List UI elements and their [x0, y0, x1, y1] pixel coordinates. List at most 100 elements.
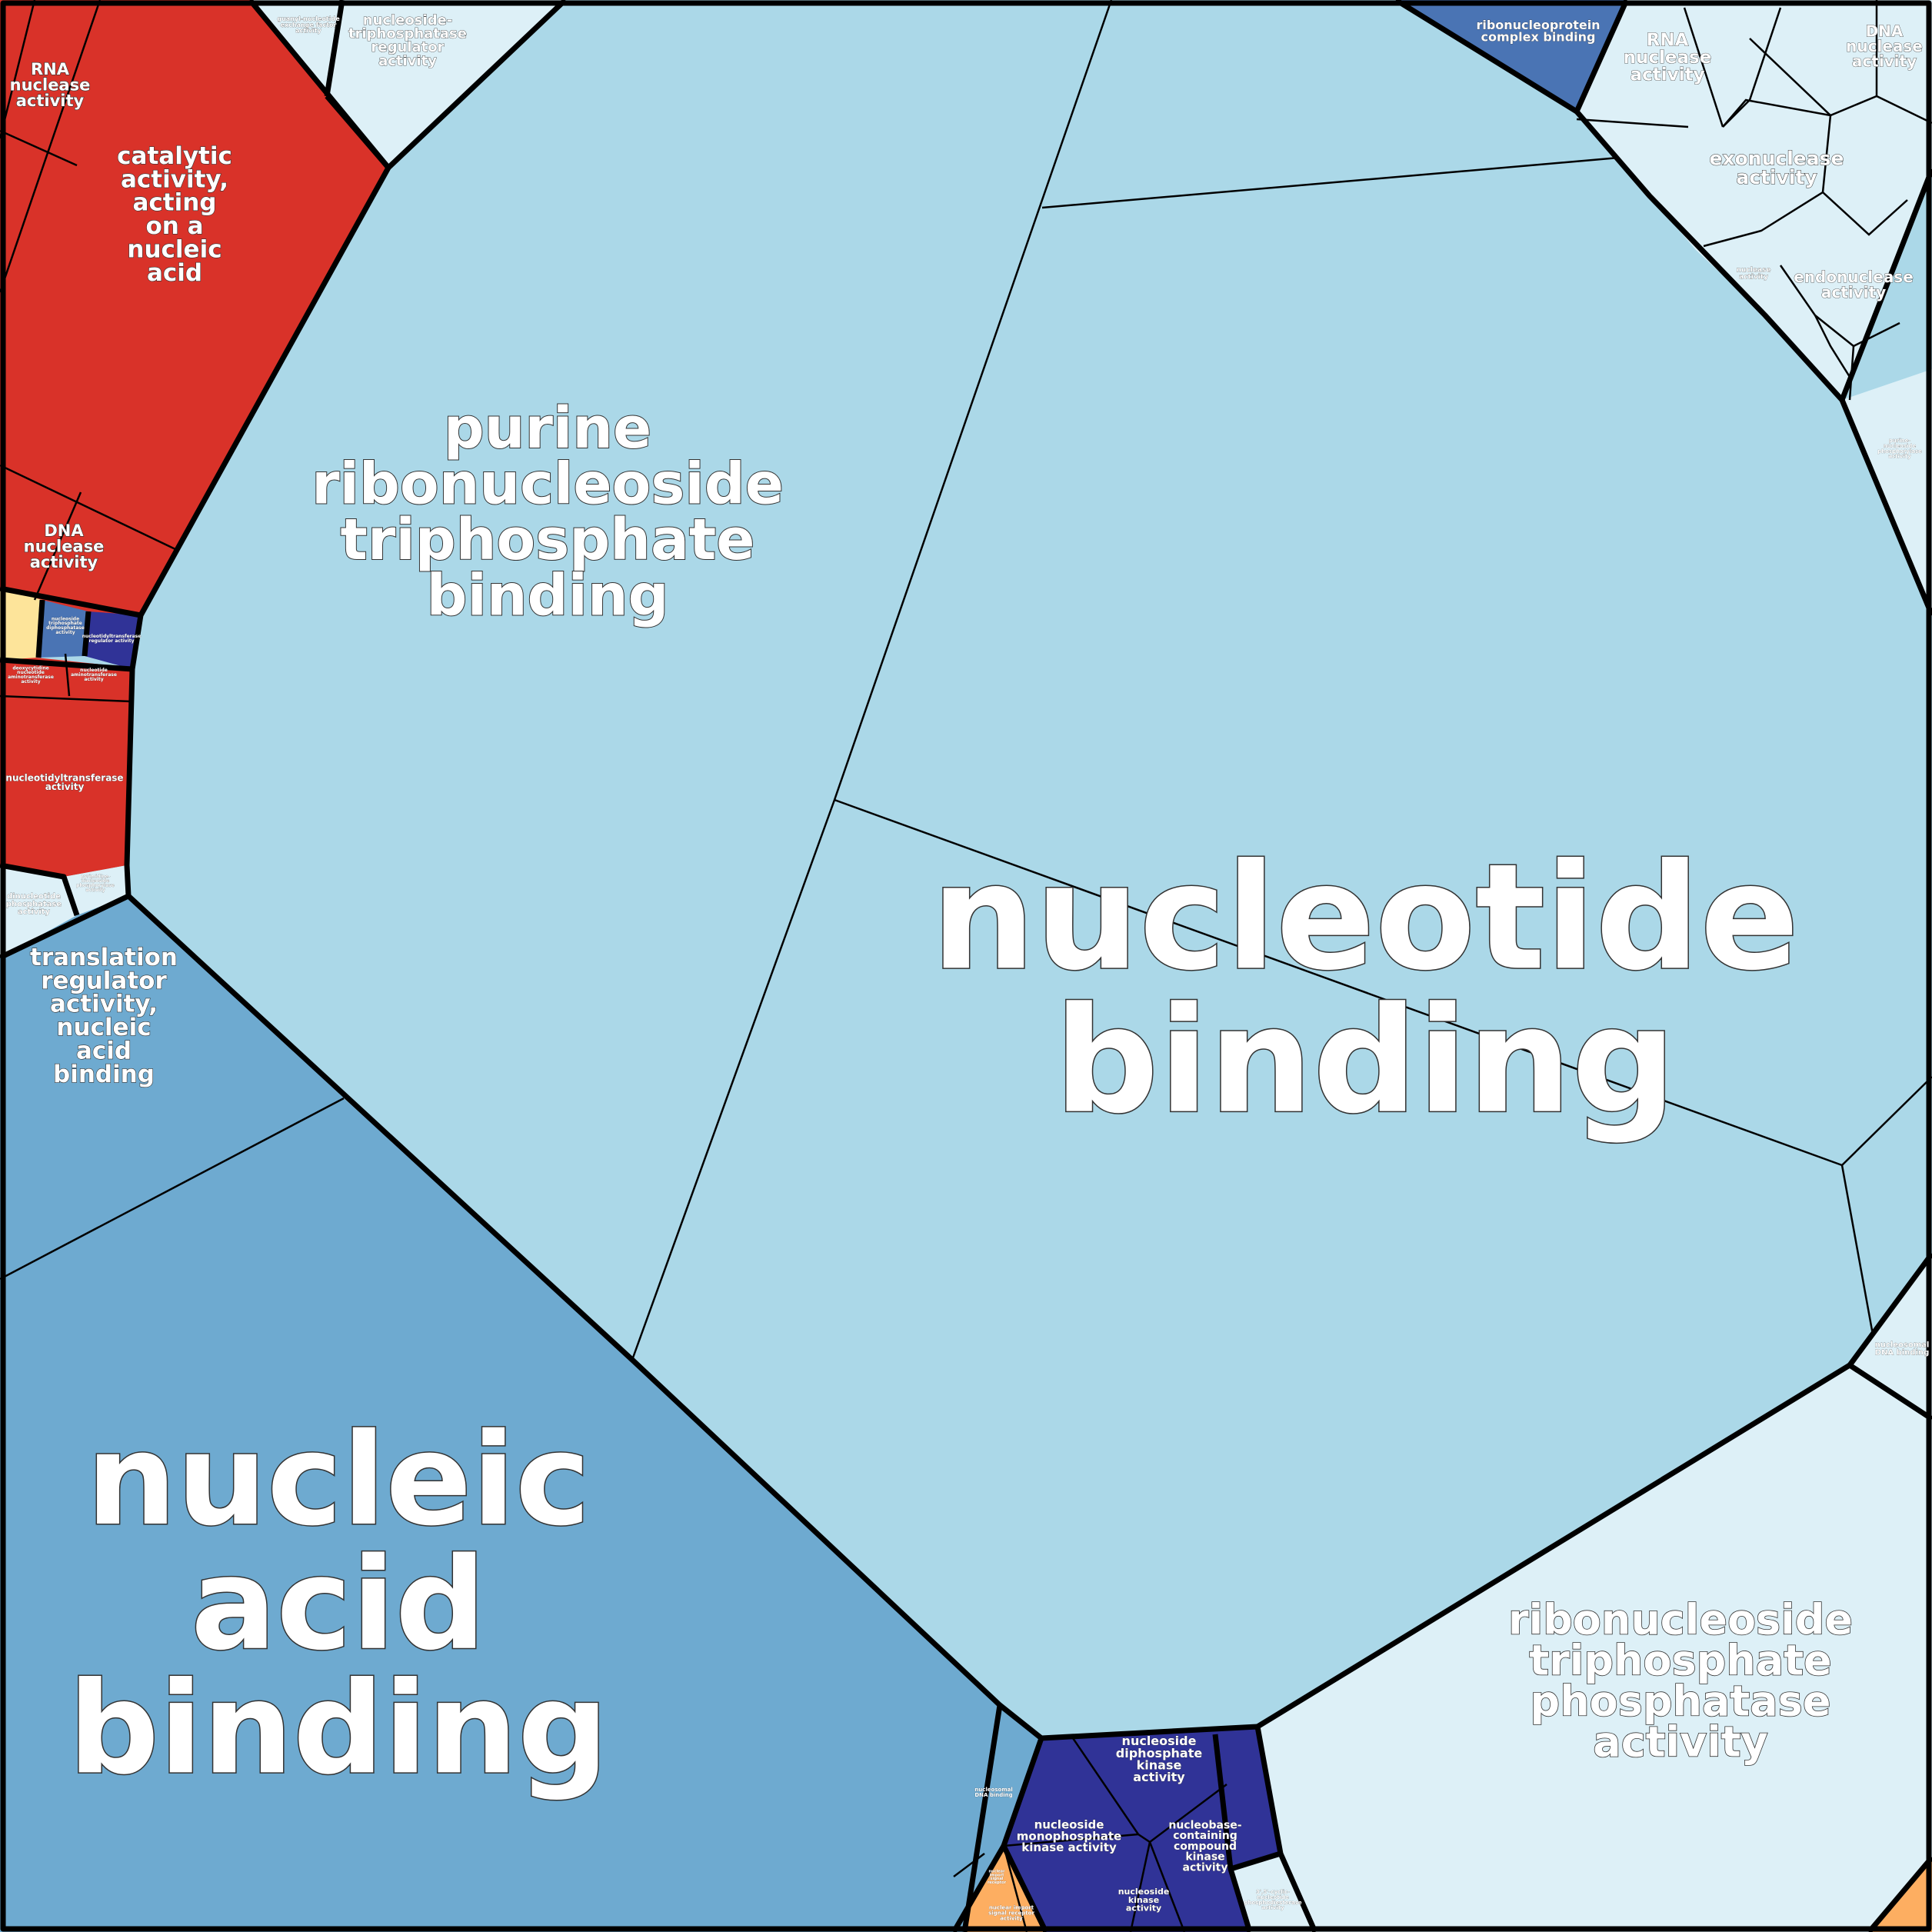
cell-translation-regulator[interactable]: [0, 896, 344, 1279]
label-line: nucleic: [127, 235, 222, 263]
label-line: phosphorylase: [76, 883, 115, 888]
border-right-lower-a: [1841, 1076, 1932, 1166]
label-line: activity,: [121, 165, 228, 193]
cell-ribonucleoside-triphosphate-phosphatase[interactable]: [1257, 1365, 1932, 1932]
label-line: regulator: [371, 39, 445, 55]
border-nuc-7: [1779, 265, 1851, 378]
label-line: guanyl-nucleotide: [277, 15, 340, 22]
label-line: activity: [55, 630, 75, 635]
label-line: kinase: [1185, 1851, 1224, 1864]
cell-yellow-small[interactable]: [0, 588, 42, 660]
label-line: nucleoside: [1122, 1734, 1197, 1748]
label-line: nucleotidyltransferase: [5, 772, 123, 783]
label-line: activity: [45, 781, 85, 792]
border-red-d: [0, 464, 178, 551]
label-line: RNA: [1647, 31, 1689, 51]
border-kin-5: [1002, 1845, 1028, 1932]
border-top-pale: [324, 0, 345, 97]
label-line: activity: [1736, 166, 1817, 188]
border-red-g: [64, 653, 71, 697]
cell-nucleotidyltransferase[interactable]: [0, 654, 131, 877]
cell-nucleic-acid-binding[interactable]: [0, 896, 1000, 1932]
label-line: activity: [18, 908, 51, 916]
label-line: nucleoside-: [363, 12, 453, 28]
label-line: receptor: [988, 1880, 1007, 1885]
label-line: import: [990, 1873, 1004, 1877]
cell-catalytic-activity-nucleic-acid[interactable]: [0, 0, 388, 623]
label-line: nuclear import: [989, 1905, 1034, 1911]
label-line: kinase: [1137, 1757, 1182, 1772]
cell-purine-nucleoside-phosphorylase[interactable]: [1842, 369, 1932, 615]
label-line: acid: [191, 1531, 486, 1678]
label-line: purine: [444, 395, 651, 461]
label-line: triphosphatase: [348, 26, 467, 42]
cell-nuclease-cluster[interactable]: [1577, 0, 1932, 400]
border-kin-3: [1129, 1841, 1151, 1932]
border-right-cluster: [1574, 109, 1932, 617]
label-line: activity: [1821, 283, 1886, 301]
label-line: DNA: [44, 521, 84, 540]
border-bottom-right: [1256, 1363, 1851, 1729]
cell-navy-small[interactable]: [85, 611, 141, 669]
label-line: on a: [145, 212, 203, 240]
border-upper-right: [1041, 156, 1620, 209]
label-line: ribonucleoside: [311, 451, 784, 518]
label-line: kinase activity: [1021, 1840, 1117, 1854]
label-line: binding: [426, 563, 668, 629]
label-line: dinucleotide: [7, 893, 61, 901]
label-line: phosphatase: [1531, 1677, 1831, 1725]
label-line: nucleosomal: [1875, 1341, 1930, 1350]
label-line: activity,: [50, 991, 158, 1018]
label-line: nucleotidyltransferase: [82, 634, 142, 639]
border-nuc-6: [1822, 192, 1908, 236]
cell-dinucleotide-phosphatase[interactable]: [0, 865, 77, 958]
cell-orange-bottom[interactable]: [954, 1846, 1046, 1932]
cell-ribonucleoprotein-complex-binding[interactable]: [1396, 0, 1627, 112]
label-line: acid: [147, 259, 202, 287]
label-line: DNA binding: [1875, 1348, 1929, 1357]
border-orange-bottom: [951, 1844, 1007, 1932]
label-line: acid: [76, 1037, 132, 1064]
border-red-e: [33, 491, 82, 601]
label-line: diphosphate: [1116, 1746, 1203, 1760]
label-line: ribonucleoprotein: [1476, 18, 1600, 32]
cell-kinase-cluster[interactable]: [1004, 1727, 1281, 1932]
cell-royal-blue-small[interactable]: [38, 600, 88, 658]
label-line: nucleoside: [52, 616, 79, 621]
border-kin-1: [1071, 1737, 1227, 1844]
label-line: activity: [1593, 1717, 1768, 1766]
label-line: containing: [1173, 1830, 1237, 1842]
label-line: activity: [1126, 1904, 1161, 1914]
label-line: nucleoside: [1118, 1887, 1170, 1897]
label-line: purine-: [1889, 438, 1911, 444]
border-red-c: [0, 129, 78, 167]
label-line: nucleotide: [17, 670, 45, 675]
border-translation: [0, 1097, 345, 1281]
cell-nucleoside-triphosphatase-regulator[interactable]: [327, 0, 565, 168]
border-right-cluster-2: [1839, 168, 1932, 401]
label-line: 3',5'-cyclic-: [1256, 1889, 1290, 1895]
border-small-cells2: [82, 611, 92, 657]
border-nucleic-acid: [126, 894, 1003, 1932]
label-line: activity: [1183, 1861, 1228, 1874]
label-line: phosphodiesterase: [1244, 1900, 1302, 1906]
cell-cyclic-nucleotide-phosphodiesterase[interactable]: [1231, 1854, 1315, 1932]
cell-pyrimidine-nucleoside-phosphorylase[interactable]: [64, 865, 128, 915]
label-line: activity: [85, 888, 105, 893]
